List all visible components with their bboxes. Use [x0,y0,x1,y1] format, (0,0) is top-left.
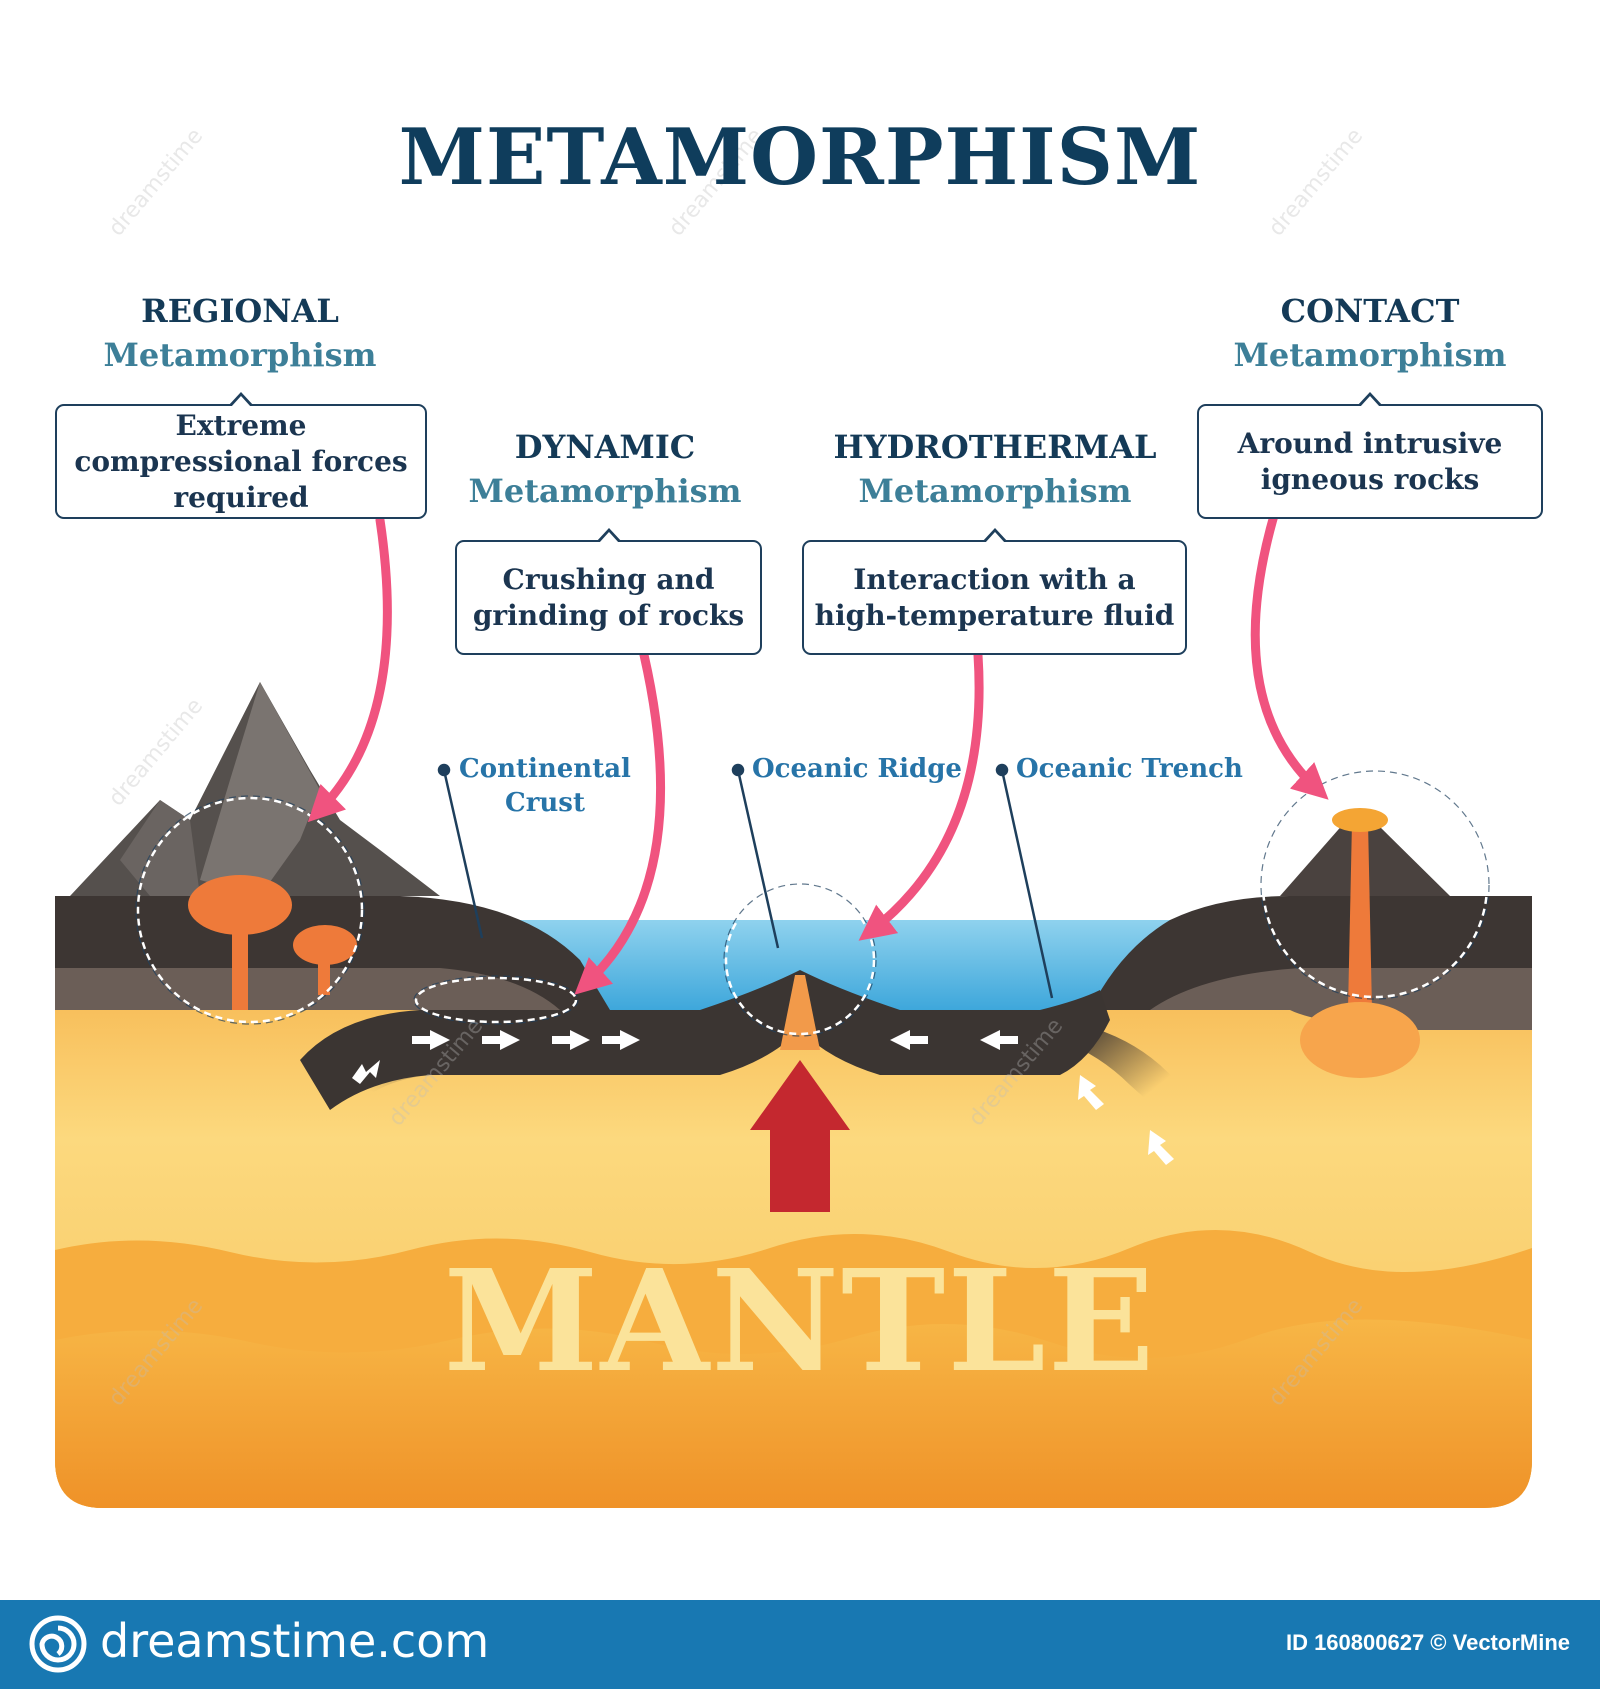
contact-magma-dike [1348,822,1372,1010]
footer-credit: ID 160800627 © VectorMine [1285,1630,1570,1655]
diagram-title: METAMORPHISM [398,112,1202,203]
hydrothermal-description-box: Interaction with a high-temperature flui… [802,528,1187,655]
dynamic-description: Crushing and grinding of rocks [472,562,745,632]
regional-subtitle: Metamorphism [103,336,377,374]
mantle-wave-deep [55,1319,1532,1508]
label-leader-lines [437,763,1054,999]
contact-description-box: Around intrusive igneous rocks [1197,392,1543,519]
footer-bar: dreamstime.com ID 160800627 © VectorMine [0,1600,1600,1689]
dynamic-description-box: Crushing and grinding of rocks [455,528,762,655]
hydrothermal-description: Interaction with a high-temperature flui… [814,562,1175,632]
contact-magma-chamber [1300,1002,1420,1078]
mantle-label: MANTLE [443,1240,1157,1404]
contact-subtitle: Metamorphism [1233,336,1507,374]
ocean [520,920,1200,1010]
upwelling-arrow [750,1060,850,1212]
oceanic-ridge-label: Oceanic Ridge [752,754,962,784]
contact-description: Around intrusive igneous rocks [1237,426,1503,496]
regional-description-box: Extreme compressional forces required [55,392,427,519]
plate-motion-arrows [352,1030,1174,1165]
regional-type-heading: REGIONAL [141,292,339,330]
focus-circles [136,771,1489,1036]
dynamic-subtitle: Metamorphism [468,472,742,510]
mountain-highlight [200,682,320,896]
right-subducting-slab [1060,1020,1240,1165]
dreamstime-logo-icon [29,1615,87,1673]
regional-description: Extreme compressional forces required [74,408,408,514]
hydrothermal-subtitle: Metamorphism [858,472,1132,510]
pointer-arrows [307,507,1329,995]
regional-magma-plumes [188,875,357,1010]
footer-brand: dreamstime.com [100,1614,490,1668]
dynamic-type-heading: DYNAMIC [514,428,696,466]
ridge-magma [780,975,820,1050]
volcano-crater-lava [1332,808,1388,832]
oceanic-plate [300,970,1110,1110]
contact-type-heading: CONTACT [1280,292,1460,330]
left-crust-lower-band [55,968,560,1010]
hydrothermal-type-heading: HYDROTHERMAL [833,428,1157,466]
oceanic-trench-label: Oceanic Trench [1016,754,1243,784]
continental-crust-label: Continental Crust [459,754,631,818]
